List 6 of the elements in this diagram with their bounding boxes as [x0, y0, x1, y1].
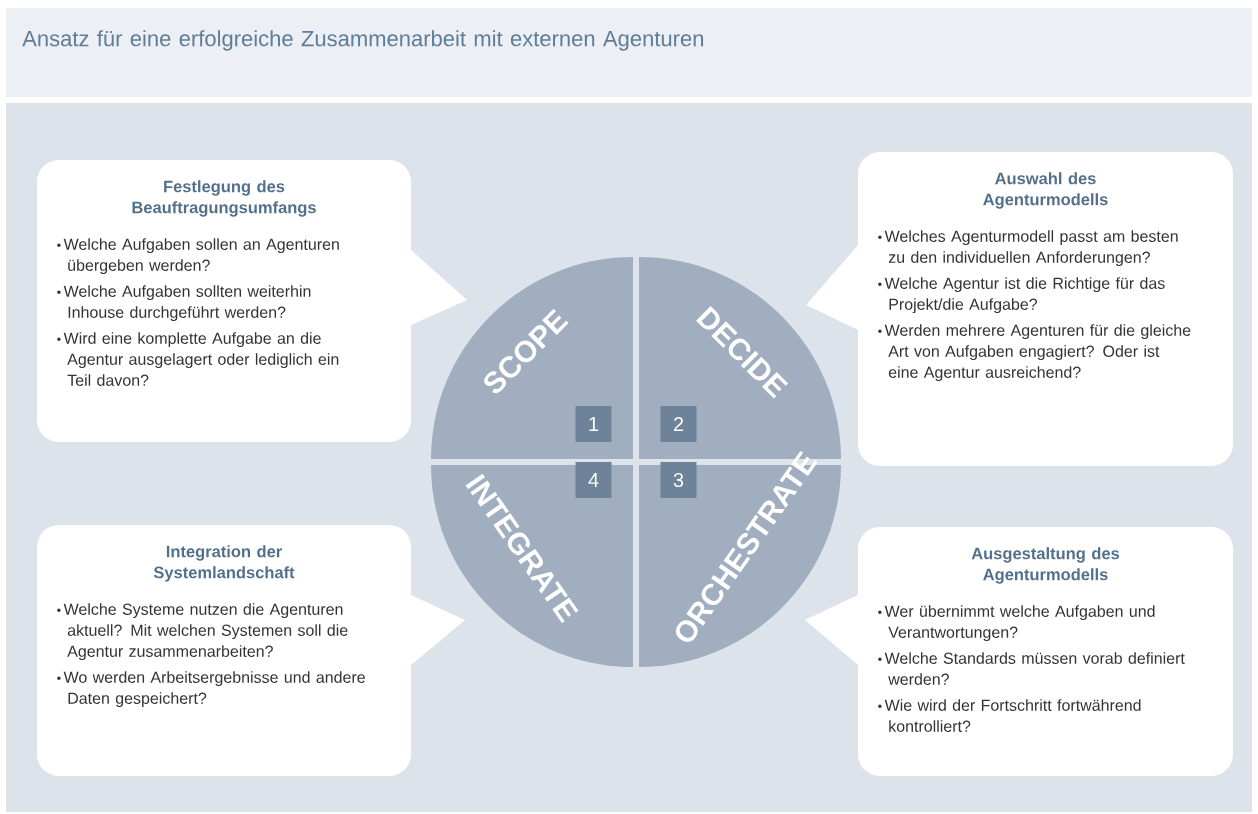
- title: Ansatz für eine erfolgreiche Zusammenarbeit mit externen Agenturen: [22, 30, 703, 51]
- speech-bubble: Festlegung des Beauftragungsumfangs Welche Aufgaben sollen an Agenturen übergeben werden? Welche Aufgaben sollten weiterhin Inhouse durchgeführt werden? Wird eine komplette Aufgabe an die Agentur ausgelagert oder lediglich ein Teil davon?: [37, 160, 467, 442]
- number-box: 1: [575, 406, 612, 442]
- speech-bubble: Ausgestaltung des Agenturmodells Wer übernimmt welche Aufgaben und Verantwortungen? Welche Standards müssen vorab definiert werden? Wie wird der Fortschritt fortwährend kontrolliert?: [805, 527, 1233, 776]
- number-box: 2: [660, 406, 697, 442]
- speech-bubble: Integration der Systemlandschaft Welche Systeme nutzen die Agenturen aktuell? Mit welchen Systemen soll die Agentur zusammenarbeiten? Wo werden Arbeitsergebnisse und andere Daten gespeichert?: [37, 525, 465, 776]
